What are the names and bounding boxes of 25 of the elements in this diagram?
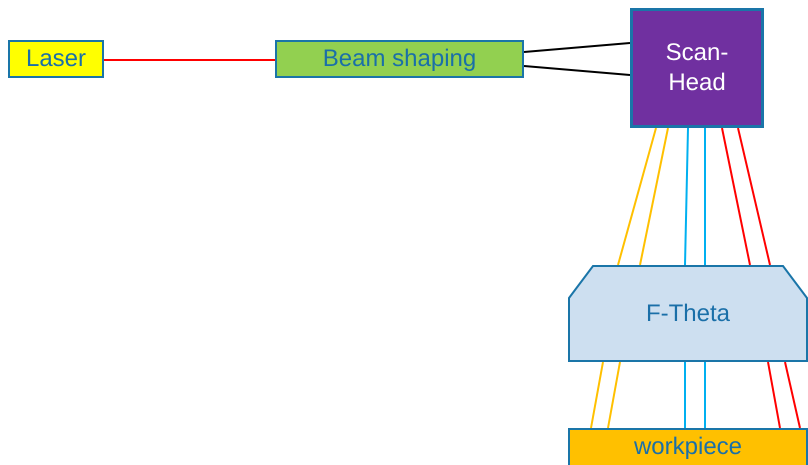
lens-shape	[568, 265, 808, 362]
beam-line	[737, 128, 771, 266]
workpiece-bar	[568, 428, 808, 465]
beam-line	[617, 128, 657, 266]
beam-line	[684, 362, 686, 428]
node-label: Scan-Head	[664, 38, 730, 98]
node-label: Laser	[26, 44, 86, 74]
beam-line	[784, 362, 801, 428]
beam-line	[524, 65, 630, 76]
scan-head-box	[630, 8, 764, 128]
beam-line	[639, 128, 669, 266]
beam-line	[590, 362, 604, 428]
node-label: Beam shaping	[322, 44, 476, 74]
node-label: workpiece	[634, 432, 742, 462]
beam-line	[721, 128, 751, 266]
beam-line	[704, 128, 706, 265]
beam-line	[607, 362, 621, 428]
laser-box	[8, 40, 104, 78]
beam-line	[704, 362, 706, 428]
beam-line	[104, 59, 275, 61]
node-label: F-Theta	[646, 298, 730, 328]
beam-line	[684, 128, 689, 266]
beam-line	[524, 42, 630, 53]
beam-line	[767, 362, 781, 428]
process-box	[275, 40, 524, 78]
